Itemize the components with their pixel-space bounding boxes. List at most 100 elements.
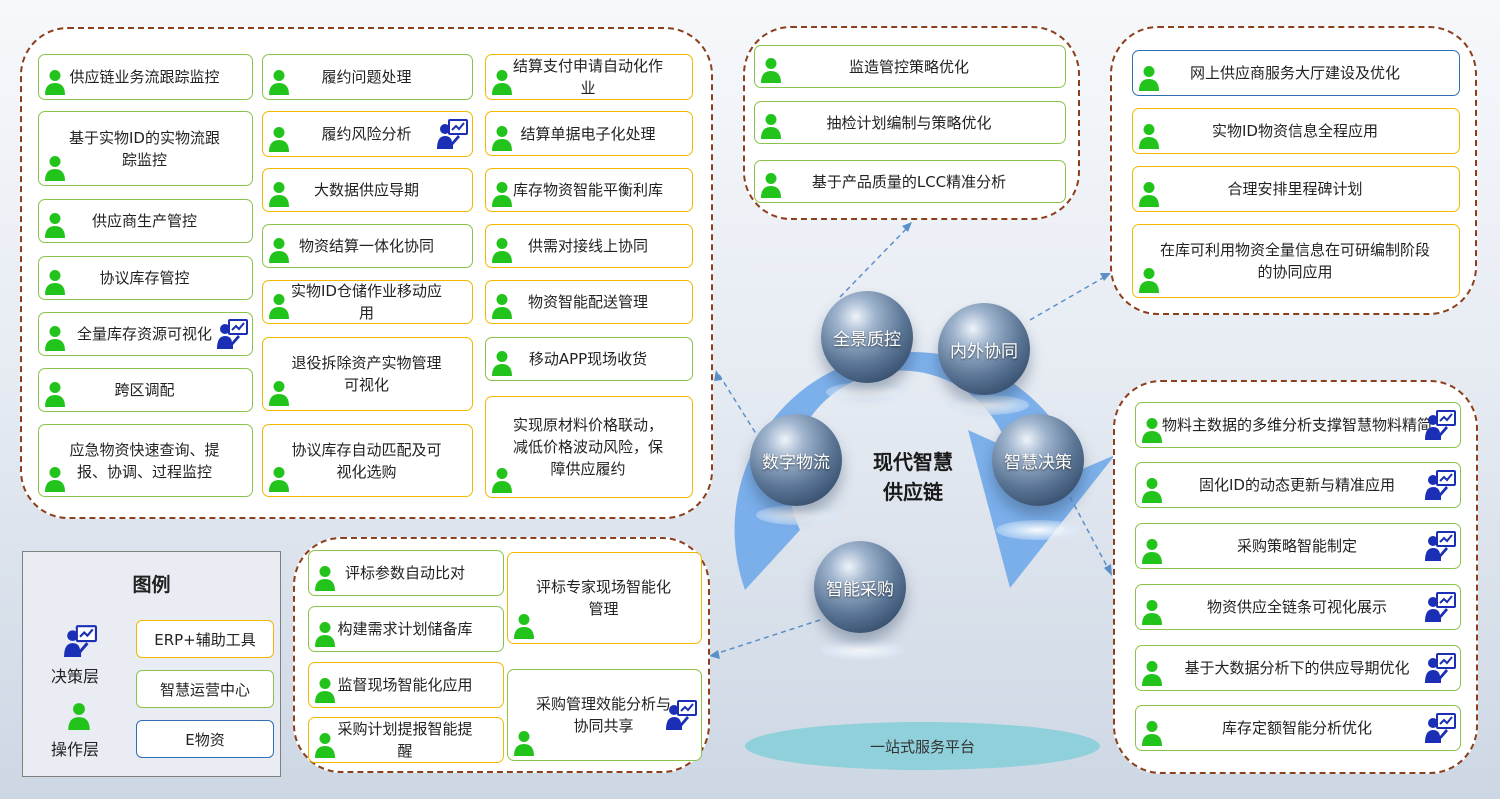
- item-label: 大数据供应导期: [313, 181, 419, 199]
- operation-person-icon: [44, 466, 66, 492]
- item-label: 库存定额智能分析优化: [1221, 719, 1372, 737]
- logistics-item: 全量库存资源可视化: [38, 312, 253, 356]
- operation-person-icon: [314, 565, 336, 591]
- legend: 图例 决策层 操作层 ERP+辅助工具 智慧运营中心 E物资: [22, 551, 281, 777]
- center-title: 现代智慧 供应链: [873, 450, 953, 504]
- operation-person-icon: [1138, 65, 1160, 91]
- operation-layer-label: 操作层: [51, 740, 100, 759]
- sphere-collaboration: 内外协同: [938, 303, 1030, 395]
- operation-person-icon: [44, 155, 66, 181]
- sphere-quality-control: 全景质控: [821, 291, 913, 383]
- legend-erp: ERP+辅助工具: [136, 620, 274, 658]
- operation-person-icon: [44, 212, 66, 238]
- item-label: 网上供应商服务大厅建设及优化: [1189, 64, 1400, 82]
- operation-person-icon: [314, 732, 336, 758]
- item-label: 履约风险分析: [321, 125, 412, 143]
- logistics-item: 移动APP现场收货: [485, 337, 693, 381]
- collab-item: 在库可利用物资全量信息在可研编制阶段的协同应用: [1132, 224, 1460, 298]
- operation-person-icon: [268, 466, 290, 492]
- decision-presenter-icon: [216, 318, 248, 350]
- item-label: 固化ID的动态更新与精准应用: [1199, 476, 1395, 494]
- logistics-item: 应急物资快速查询、提报、协调、过程监控: [38, 424, 253, 497]
- item-label: 实物ID物资信息全程应用: [1212, 122, 1378, 140]
- operation-person-icon: [1138, 181, 1160, 207]
- decision-item: 物料主数据的多维分析支撑智慧物料精简: [1135, 402, 1461, 448]
- item-label: 评标专家现场智能化管理: [535, 578, 671, 618]
- item-label: 应急物资快速查询、提报、协调、过程监控: [69, 440, 220, 481]
- logistics-item: 履约问题处理: [262, 54, 473, 100]
- procure-item: 采购管理效能分析与协同共享: [507, 669, 702, 761]
- connector-arrowheads: [709, 222, 1112, 659]
- operation-person-icon: [314, 621, 336, 647]
- sphere-smart-decision: 智慧决策: [992, 414, 1084, 506]
- item-label: 协议库存管控: [99, 269, 190, 287]
- logistics-item: 库存物资智能平衡利库: [485, 168, 693, 212]
- logistics-item: 实物ID仓储作业移动应用: [262, 280, 473, 324]
- item-label: 物资智能配送管理: [527, 293, 648, 311]
- decision-presenter-icon: [1424, 712, 1456, 744]
- item-label: 监督现场智能化应用: [337, 676, 473, 694]
- item-label: 抽检计划编制与策略优化: [826, 113, 992, 132]
- operation-person-icon: [491, 237, 513, 263]
- logistics-item: 跨区调配: [38, 368, 253, 412]
- operation-person-icon: [1141, 538, 1163, 564]
- item-label: 构建需求计划储备库: [337, 620, 473, 638]
- logistics-item: 结算支付申请自动化作业: [485, 54, 693, 100]
- logistics-item: 物资结算一体化协同: [262, 224, 473, 268]
- collab-item: 合理安排里程碑计划: [1132, 166, 1460, 212]
- item-label: 供需对接线上协同: [527, 237, 648, 255]
- item-label: 库存物资智能平衡利库: [512, 181, 663, 199]
- operation-person-icon: [513, 613, 535, 639]
- operation-person-icon: [491, 467, 513, 493]
- decision-presenter-icon: [1424, 652, 1456, 684]
- item-label: 退役拆除资产实物管理可视化: [291, 354, 442, 394]
- legend-ops-center: 智慧运营中心: [136, 670, 274, 708]
- item-label: 跨区调配: [114, 381, 175, 399]
- item-label: 采购策略智能制定: [1236, 537, 1357, 555]
- item-label: 合理安排里程碑计划: [1227, 180, 1363, 198]
- sphere-digital-logistics: 数字物流: [750, 414, 842, 506]
- operation-person-icon: [760, 57, 782, 83]
- logistics-item: 协议库存自动匹配及可视化选购: [262, 424, 473, 497]
- logistics-item: 供应商生产管控: [38, 199, 253, 243]
- operation-person-icon: [491, 181, 513, 207]
- operation-person-icon: [44, 381, 66, 407]
- operation-person-icon: [44, 325, 66, 351]
- operation-person-icon: [268, 69, 290, 95]
- operation-person-icon: [1141, 417, 1163, 443]
- procure-item: 采购计划提报智能提醒: [308, 717, 504, 763]
- item-label: 供应商生产管控: [91, 212, 197, 230]
- item-label: 物资供应全链条可视化展示: [1206, 598, 1387, 616]
- procure-item: 构建需求计划储备库: [308, 606, 504, 652]
- item-label: 基于产品质量的LCC精准分析: [811, 172, 1007, 191]
- operation-person-icon: [1138, 123, 1160, 149]
- item-label: 结算单据电子化处理: [520, 124, 656, 143]
- operation-person-icon: [491, 293, 513, 319]
- logistics-item: 退役拆除资产实物管理可视化: [262, 337, 473, 411]
- item-label: 结算支付申请自动化作业: [512, 57, 663, 97]
- logistics-item: 实现原材料价格联动，减低价格波动风险，保障供应履约: [485, 396, 693, 498]
- operation-person-icon: [491, 125, 513, 151]
- operation-person-icon: [760, 172, 782, 198]
- operation-person-icon: [1141, 660, 1163, 686]
- operation-person-icon: [491, 350, 513, 376]
- operation-person-icon: [268, 237, 290, 263]
- logistics-item: 协议库存管控: [38, 256, 253, 300]
- decision-item: 物资供应全链条可视化展示: [1135, 584, 1461, 630]
- procure-item: 评标参数自动比对: [308, 550, 504, 596]
- operation-person-icon: [1141, 720, 1163, 746]
- item-label: 全量库存资源可视化: [76, 325, 212, 343]
- item-label: 供应链业务流跟踪监控: [69, 68, 220, 86]
- item-label: 监造管控策略优化: [848, 57, 969, 76]
- logistics-item: 供需对接线上协同: [485, 224, 693, 268]
- item-label: 履约问题处理: [321, 68, 412, 86]
- item-label: 移动APP现场收货: [528, 350, 648, 368]
- decision-item: 采购策略智能制定: [1135, 523, 1461, 569]
- legend-title: 图例: [132, 574, 171, 596]
- operation-person-icon: [44, 269, 66, 295]
- operation-person-icon: [760, 113, 782, 139]
- operation-person-icon: [314, 677, 336, 703]
- logistics-item: 结算单据电子化处理: [485, 111, 693, 156]
- operation-person-icon: [491, 69, 513, 95]
- quality-item: 基于产品质量的LCC精准分析: [754, 160, 1066, 203]
